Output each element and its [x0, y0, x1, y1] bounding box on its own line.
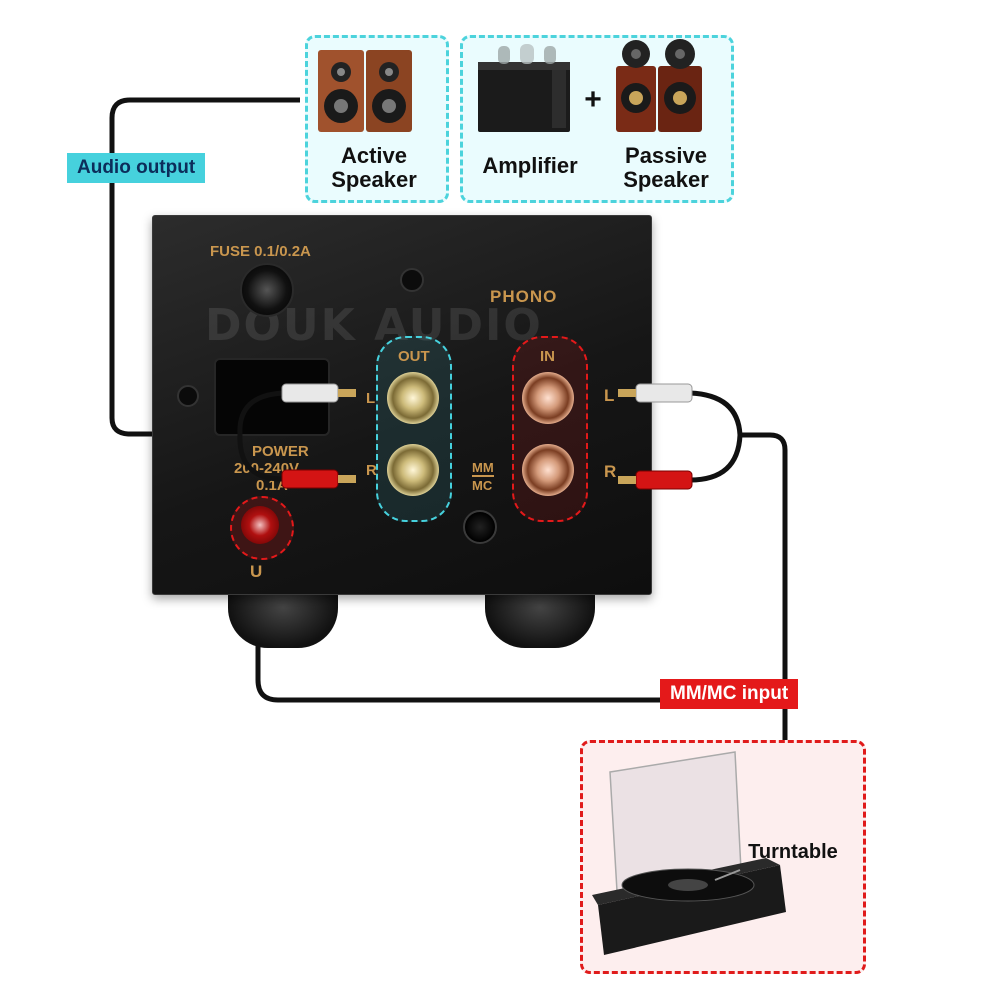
out-label: OUT — [398, 348, 430, 365]
socket-screw-left — [177, 385, 199, 407]
in-label: IN — [540, 348, 555, 365]
fuse-holder-icon — [240, 263, 294, 317]
in-right-label: R — [604, 462, 617, 481]
audio-output-cable — [109, 97, 300, 437]
ground-cable — [255, 575, 785, 703]
in-plug-cable — [689, 390, 743, 483]
left-foot — [228, 590, 338, 648]
mc-label: MC — [472, 478, 493, 493]
in-left-jack[interactable] — [522, 372, 574, 424]
mm-mc-input-tag: MM/MC input — [660, 679, 799, 709]
out-left-label: L — [366, 390, 376, 407]
in-left-label: L — [604, 386, 615, 405]
screw-icon — [400, 268, 424, 292]
fuse-label: FUSE 0.1/0.2A — [210, 243, 311, 260]
passive-speaker-caption: Passive Speaker — [623, 143, 709, 192]
in-jacks-highlight — [512, 336, 588, 522]
phono-label: PHONO — [490, 287, 558, 306]
mm-mc-switch[interactable] — [463, 510, 497, 544]
turntable-caption: Turntable — [748, 841, 838, 863]
audio-output-tag: Audio output — [67, 153, 206, 183]
active-speaker-caption: Active Speaker — [331, 143, 417, 192]
amplifier-caption: Amplifier — [482, 153, 578, 178]
right-foot — [485, 590, 595, 648]
out-right-label: R — [366, 462, 377, 479]
plus-sign: + — [584, 83, 602, 116]
mm-label: MM — [472, 460, 494, 477]
out-left-jack[interactable] — [387, 372, 439, 424]
mm-mc-input-cable — [740, 432, 788, 740]
ground-terminal-icon[interactable] — [241, 506, 279, 544]
out-plug-cable — [237, 390, 285, 482]
in-right-jack[interactable] — [522, 444, 574, 496]
ground-label: U — [250, 562, 263, 581]
power-label: POWER — [252, 443, 309, 460]
out-right-jack[interactable] — [387, 444, 439, 496]
